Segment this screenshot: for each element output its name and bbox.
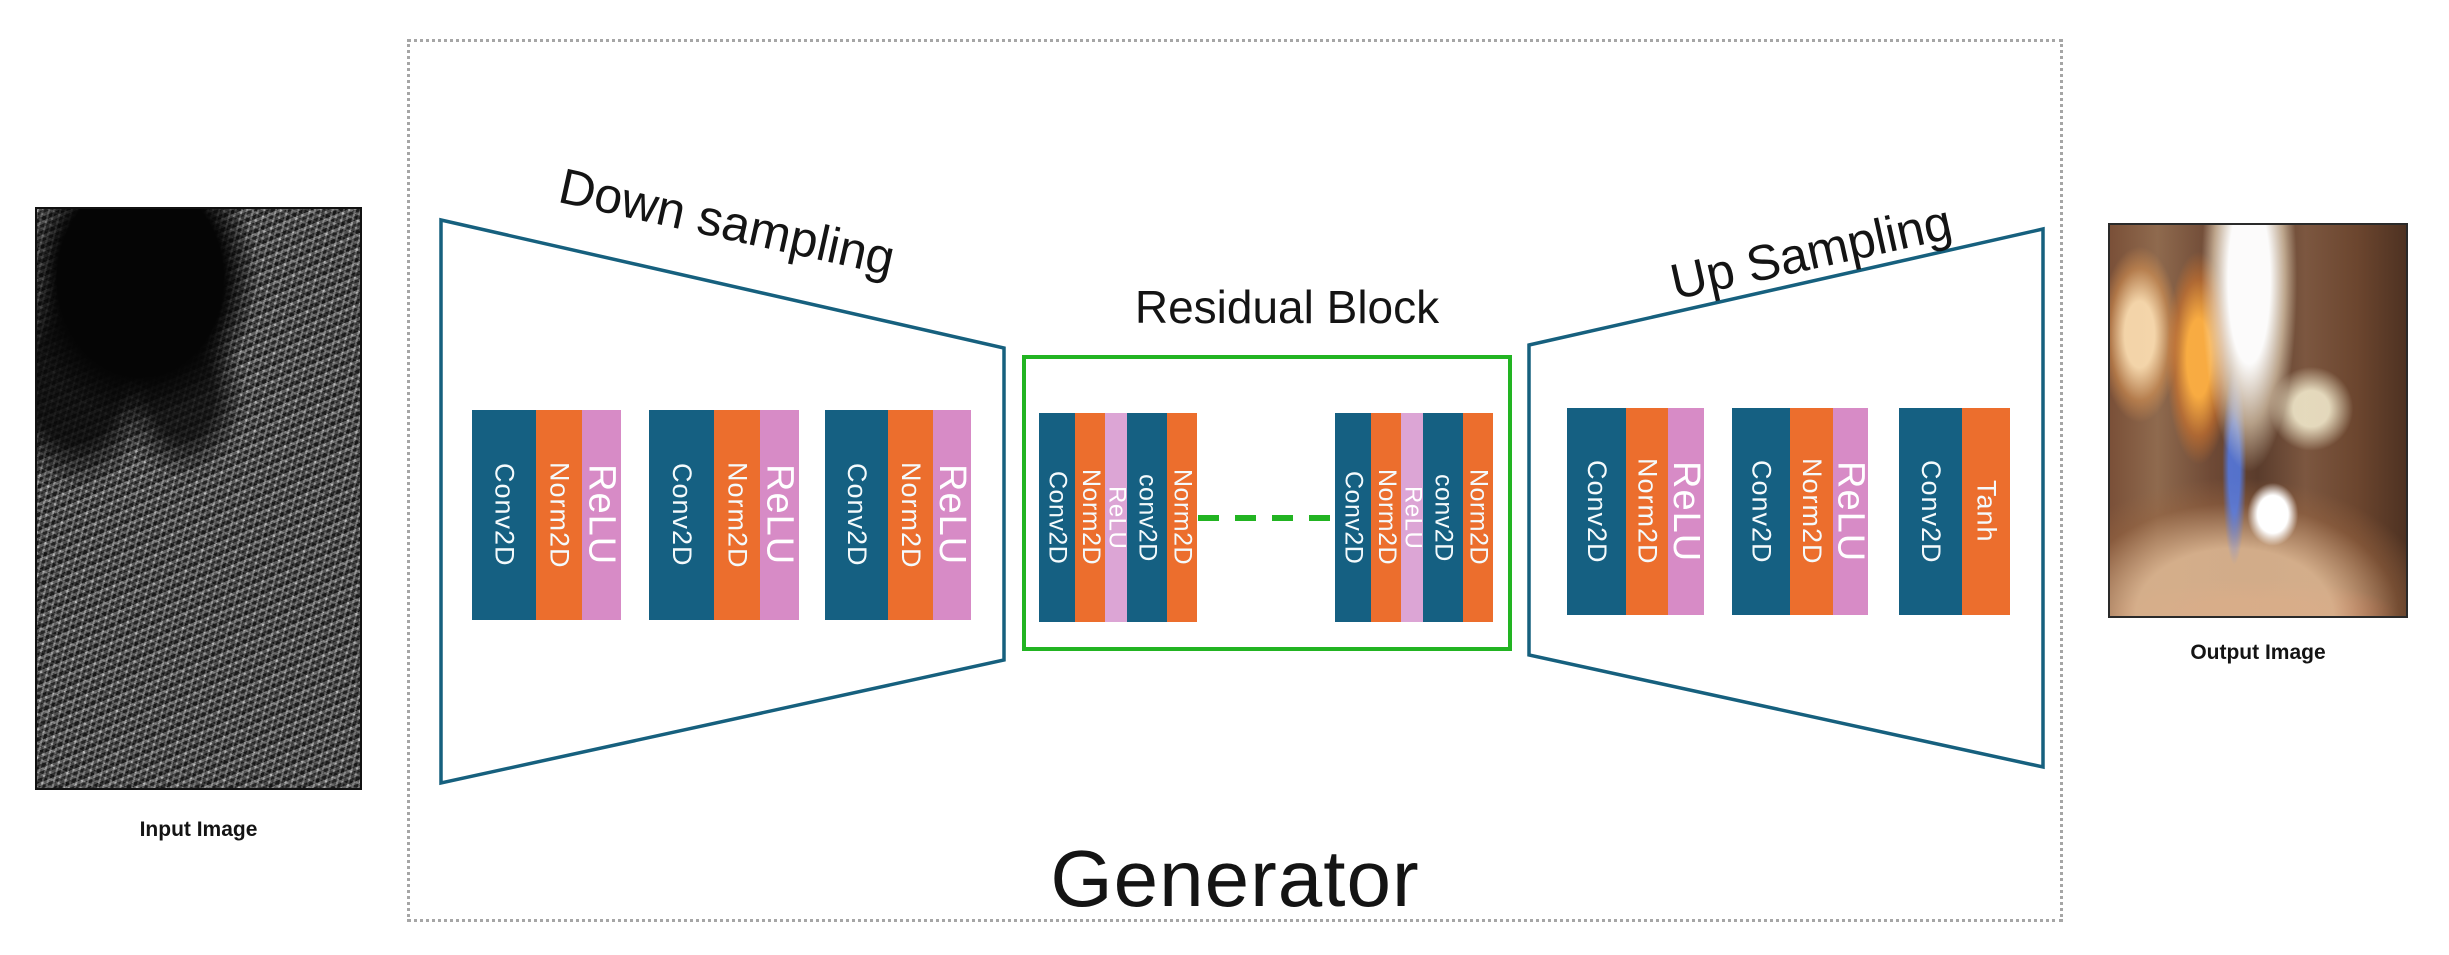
layer-bar-conv2d: Conv2D [825, 410, 888, 620]
layer-bar-norm2d: Norm2D [1166, 413, 1197, 622]
layer-bar-label: Norm2D [544, 461, 575, 569]
layer-bar-label: Norm2D [1632, 458, 1663, 565]
layer-bar-label: Conv2D [1916, 459, 1947, 564]
layer-bar-norm2d: Norm2D [1371, 413, 1402, 622]
layer-bar-norm2d: Norm2D [1462, 413, 1493, 622]
layer-bar-relu: ReLU [760, 410, 799, 620]
layer-bar-relu: ReLU [1105, 413, 1128, 622]
layer-bar-label: Conv2D [666, 463, 697, 567]
layer-bar-conv2d: conv2D [1127, 413, 1167, 622]
layer-bar-label: Conv2D [1339, 470, 1368, 565]
layer-bar-label: ReLU [760, 464, 799, 566]
layer-bar-conv2d: Conv2D [1039, 413, 1076, 622]
layer-bar-label: ReLU [1668, 460, 1704, 563]
layer-bar-label: Norm2D [1076, 469, 1105, 566]
layer-bar-label: ReLU [1832, 460, 1868, 563]
layer-bar-label: Conv2D [489, 463, 520, 567]
layer-bar-label: Norm2D [1464, 469, 1493, 566]
layer-bar-norm2d: Norm2D [1790, 408, 1833, 615]
up-sampling-trapezoid [1527, 226, 2045, 770]
layer-bar-label: Norm2D [895, 461, 926, 569]
generator-title: Generator [1050, 834, 1420, 923]
layer-bar-norm2d: Norm2D [713, 410, 760, 620]
layer-bar-norm2d: Norm2D [1625, 408, 1669, 615]
layer-bar-label: ReLU [933, 464, 971, 566]
layer-bar-tanh: Tanh [1962, 408, 2010, 615]
layer-bar-relu: ReLU [1668, 408, 1704, 615]
layer-bar-conv2d: Conv2D [1335, 413, 1372, 622]
generator-dotted-box [407, 39, 2063, 922]
layer-bar-label: Norm2D [1168, 469, 1197, 566]
layer-bar-label: Conv2D [841, 463, 872, 567]
layer-bar-conv2d: Conv2D [1899, 408, 1963, 615]
layer-bar-label: conv2D [1429, 473, 1458, 562]
input-image [35, 207, 362, 790]
residual-block-box [1022, 355, 1512, 651]
down-sampling-trapezoid [439, 217, 1006, 786]
layer-bar-label: Tanh [1971, 480, 2002, 543]
layer-bar-conv2d: Conv2D [1567, 408, 1626, 615]
input-image-label: Input Image [139, 818, 258, 841]
layer-bar-relu: ReLU [1401, 413, 1424, 622]
output-image-label: Output Image [2190, 641, 2326, 664]
layer-bar-label: Conv2D [1746, 459, 1777, 564]
layer-bar-relu: ReLU [933, 410, 971, 620]
layer-bar-conv2d: Conv2D [1732, 408, 1791, 615]
layer-bar-label: Conv2D [1581, 459, 1612, 564]
layer-bar-label: Norm2D [1372, 469, 1401, 566]
layer-bar-relu: ReLU [1832, 408, 1868, 615]
layer-bar-norm2d: Norm2D [1075, 413, 1106, 622]
layer-bar-label: conv2D [1133, 473, 1162, 562]
output-image [2108, 223, 2408, 618]
layer-bar-label: Norm2D [1797, 458, 1828, 565]
layer-bar-norm2d: Norm2D [536, 410, 583, 620]
residual-block-label: Residual Block [1134, 281, 1440, 333]
layer-bar-label: ReLU [1105, 485, 1128, 550]
layer-bar-norm2d: Norm2D [887, 410, 934, 620]
up-sampling-stack-3: Conv2D Tanh [1899, 408, 2010, 615]
layer-bar-conv2d: Conv2D [472, 410, 537, 620]
layer-bar-label: Conv2D [1043, 470, 1072, 565]
layer-bar-label: Norm2D [722, 461, 753, 569]
layer-bar-relu: ReLU [582, 410, 621, 620]
layer-bar-conv2d: conv2D [1423, 413, 1463, 622]
layer-bar-conv2d: Conv2D [649, 410, 714, 620]
layer-bar-label: ReLU [1401, 485, 1424, 550]
layer-bar-label: ReLU [582, 464, 621, 566]
